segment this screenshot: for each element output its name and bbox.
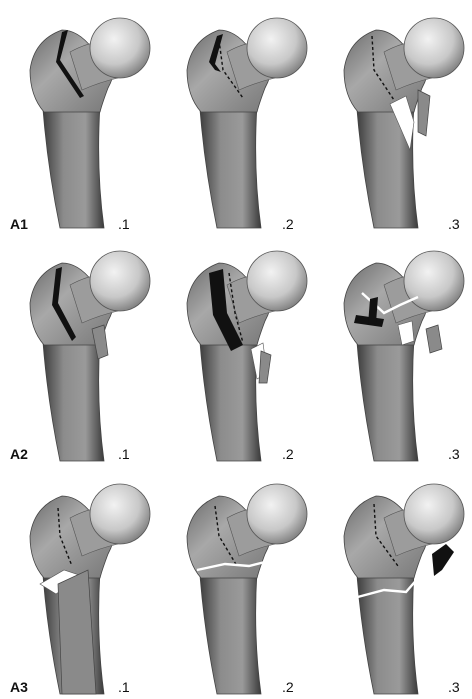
fracture-gap: [432, 544, 454, 576]
femur-shaft: [42, 95, 104, 228]
femur-illustration: [314, 466, 471, 699]
femur-a3-1: [0, 466, 157, 699]
femur-a1-2: [157, 0, 314, 233]
femoral-head: [90, 18, 150, 78]
femoral-head: [247, 251, 307, 311]
femur-illustration: [314, 0, 471, 233]
femur-a3-2: [157, 466, 314, 699]
femur-illustration: [0, 466, 157, 699]
femur-a2-2: [157, 233, 314, 466]
femoral-head: [404, 484, 464, 544]
femoral-head: [90, 484, 150, 544]
femur-illustration: [157, 233, 314, 466]
bone-fragment: [426, 325, 442, 353]
femoral-head: [404, 18, 464, 78]
subtype-label: .3: [448, 447, 460, 461]
femur-a2-1: [0, 233, 157, 466]
row-label-a2: A2: [10, 447, 28, 461]
row-label-a3: A3: [10, 680, 28, 694]
femur-a1-3: [314, 0, 471, 233]
femur-shaft: [356, 561, 418, 694]
femoral-head: [90, 251, 150, 311]
femoral-head: [404, 251, 464, 311]
femur-illustration: [157, 466, 314, 699]
femur-illustration: [0, 0, 157, 233]
subtype-label: .1: [118, 217, 130, 231]
subtype-label: .3: [448, 217, 460, 231]
femur-illustration: [157, 0, 314, 233]
bone-fragment: [418, 90, 430, 136]
femur-a3-3: [314, 466, 471, 699]
row-label-a1: A1: [10, 217, 28, 231]
subtype-label: .2: [282, 447, 294, 461]
subtype-label: .1: [118, 680, 130, 694]
femur-shaft: [356, 328, 418, 461]
bone-fragment: [259, 351, 271, 383]
femur-shaft: [199, 561, 261, 694]
femur-illustration: [314, 233, 471, 466]
femur-illustration: [0, 233, 157, 466]
femur-shaft: [199, 95, 261, 228]
femoral-head: [247, 18, 307, 78]
femur-shaft: [42, 328, 104, 461]
subtype-label: .2: [282, 217, 294, 231]
femur-a2-3: [314, 233, 471, 466]
femur-a1-1: [0, 0, 157, 233]
subtype-label: .2: [282, 680, 294, 694]
femoral-head: [247, 484, 307, 544]
subtype-label: .3: [448, 680, 460, 694]
subtype-label: .1: [118, 447, 130, 461]
